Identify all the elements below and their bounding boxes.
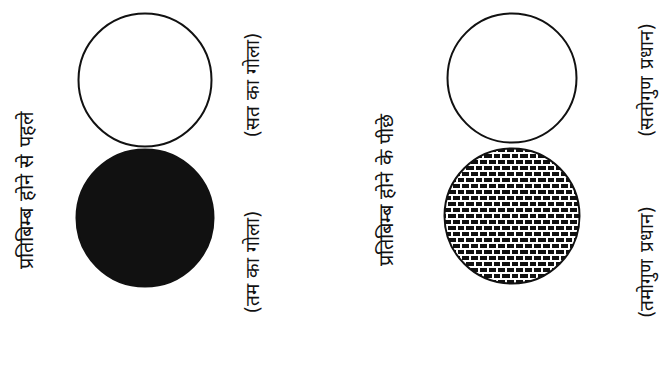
circle-label: (तमोगुण प्रधान) (635, 206, 658, 318)
black-circle: (तम का गोला) (75, 148, 215, 288)
white-circle: (सत का गोला) (77, 12, 213, 148)
heading-label: प्रतिबिम्ब होने के पीछे (374, 114, 398, 266)
circle-label: (सतोगुण प्रधान) (635, 23, 658, 137)
circle-shape (445, 149, 580, 284)
circle-shape (79, 14, 212, 147)
circle-shape (77, 150, 214, 287)
circle-outline (446, 12, 578, 144)
patterned-circle: (तमोगुण प्रधान) (443, 147, 581, 285)
circle-outline (75, 148, 215, 288)
circle-label: (सत का गोला) (241, 33, 264, 138)
white-circle: (सतोगुण प्रधान) (446, 12, 578, 144)
heading-label: प्रतिबिम्ब होने से पहले (14, 111, 38, 268)
circle-label: (तम का गोला) (241, 211, 264, 314)
circle-outline (77, 12, 213, 148)
circle-shape (448, 14, 577, 143)
circle-outline (443, 147, 581, 285)
